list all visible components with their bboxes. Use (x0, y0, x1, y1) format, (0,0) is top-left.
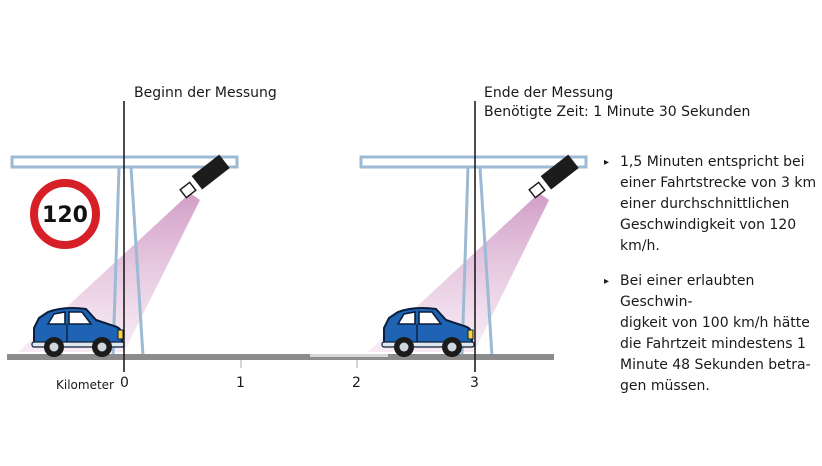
note-text: Bei einer erlaubten Geschwin- digkeit vo… (620, 273, 811, 394)
axis-caption: Kilometer (56, 378, 114, 392)
axis-tick-label: 1 (236, 375, 245, 391)
axis-ticks (240, 360, 358, 368)
speed-camera-end (528, 154, 579, 199)
axis-tick-label: 3 (470, 375, 479, 391)
road-segment-light (310, 354, 388, 357)
road (7, 354, 554, 360)
bullet-icon: ▸ (604, 157, 610, 168)
elapsed-time-label: Benötigte Zeit: 1 Minute 30 Sekunden (484, 104, 751, 120)
speed-limit-value: 120 (42, 203, 88, 228)
bullet-icon: ▸ (604, 276, 610, 287)
gantry-end (359, 155, 588, 357)
explanation-notes: ▸ 1,5 Minuten entspricht bei einer Fahrt… (604, 152, 820, 411)
note-text: 1,5 Minuten entspricht bei einer Fahrtst… (620, 154, 817, 254)
note-item: ▸ 1,5 Minuten entspricht bei einer Fahrt… (604, 152, 820, 257)
start-measurement-label: Beginn der Messung (134, 85, 277, 101)
note-item: ▸ Bei einer erlaubten Geschwin- digkeit … (604, 271, 820, 397)
axis-tick-label: 2 (352, 375, 361, 391)
axis-tick-label: 0 (120, 375, 129, 391)
speed-limit-sign: 120 (30, 179, 100, 249)
end-measurement-label: Ende der Messung (484, 85, 614, 101)
speed-camera-start (179, 154, 230, 199)
